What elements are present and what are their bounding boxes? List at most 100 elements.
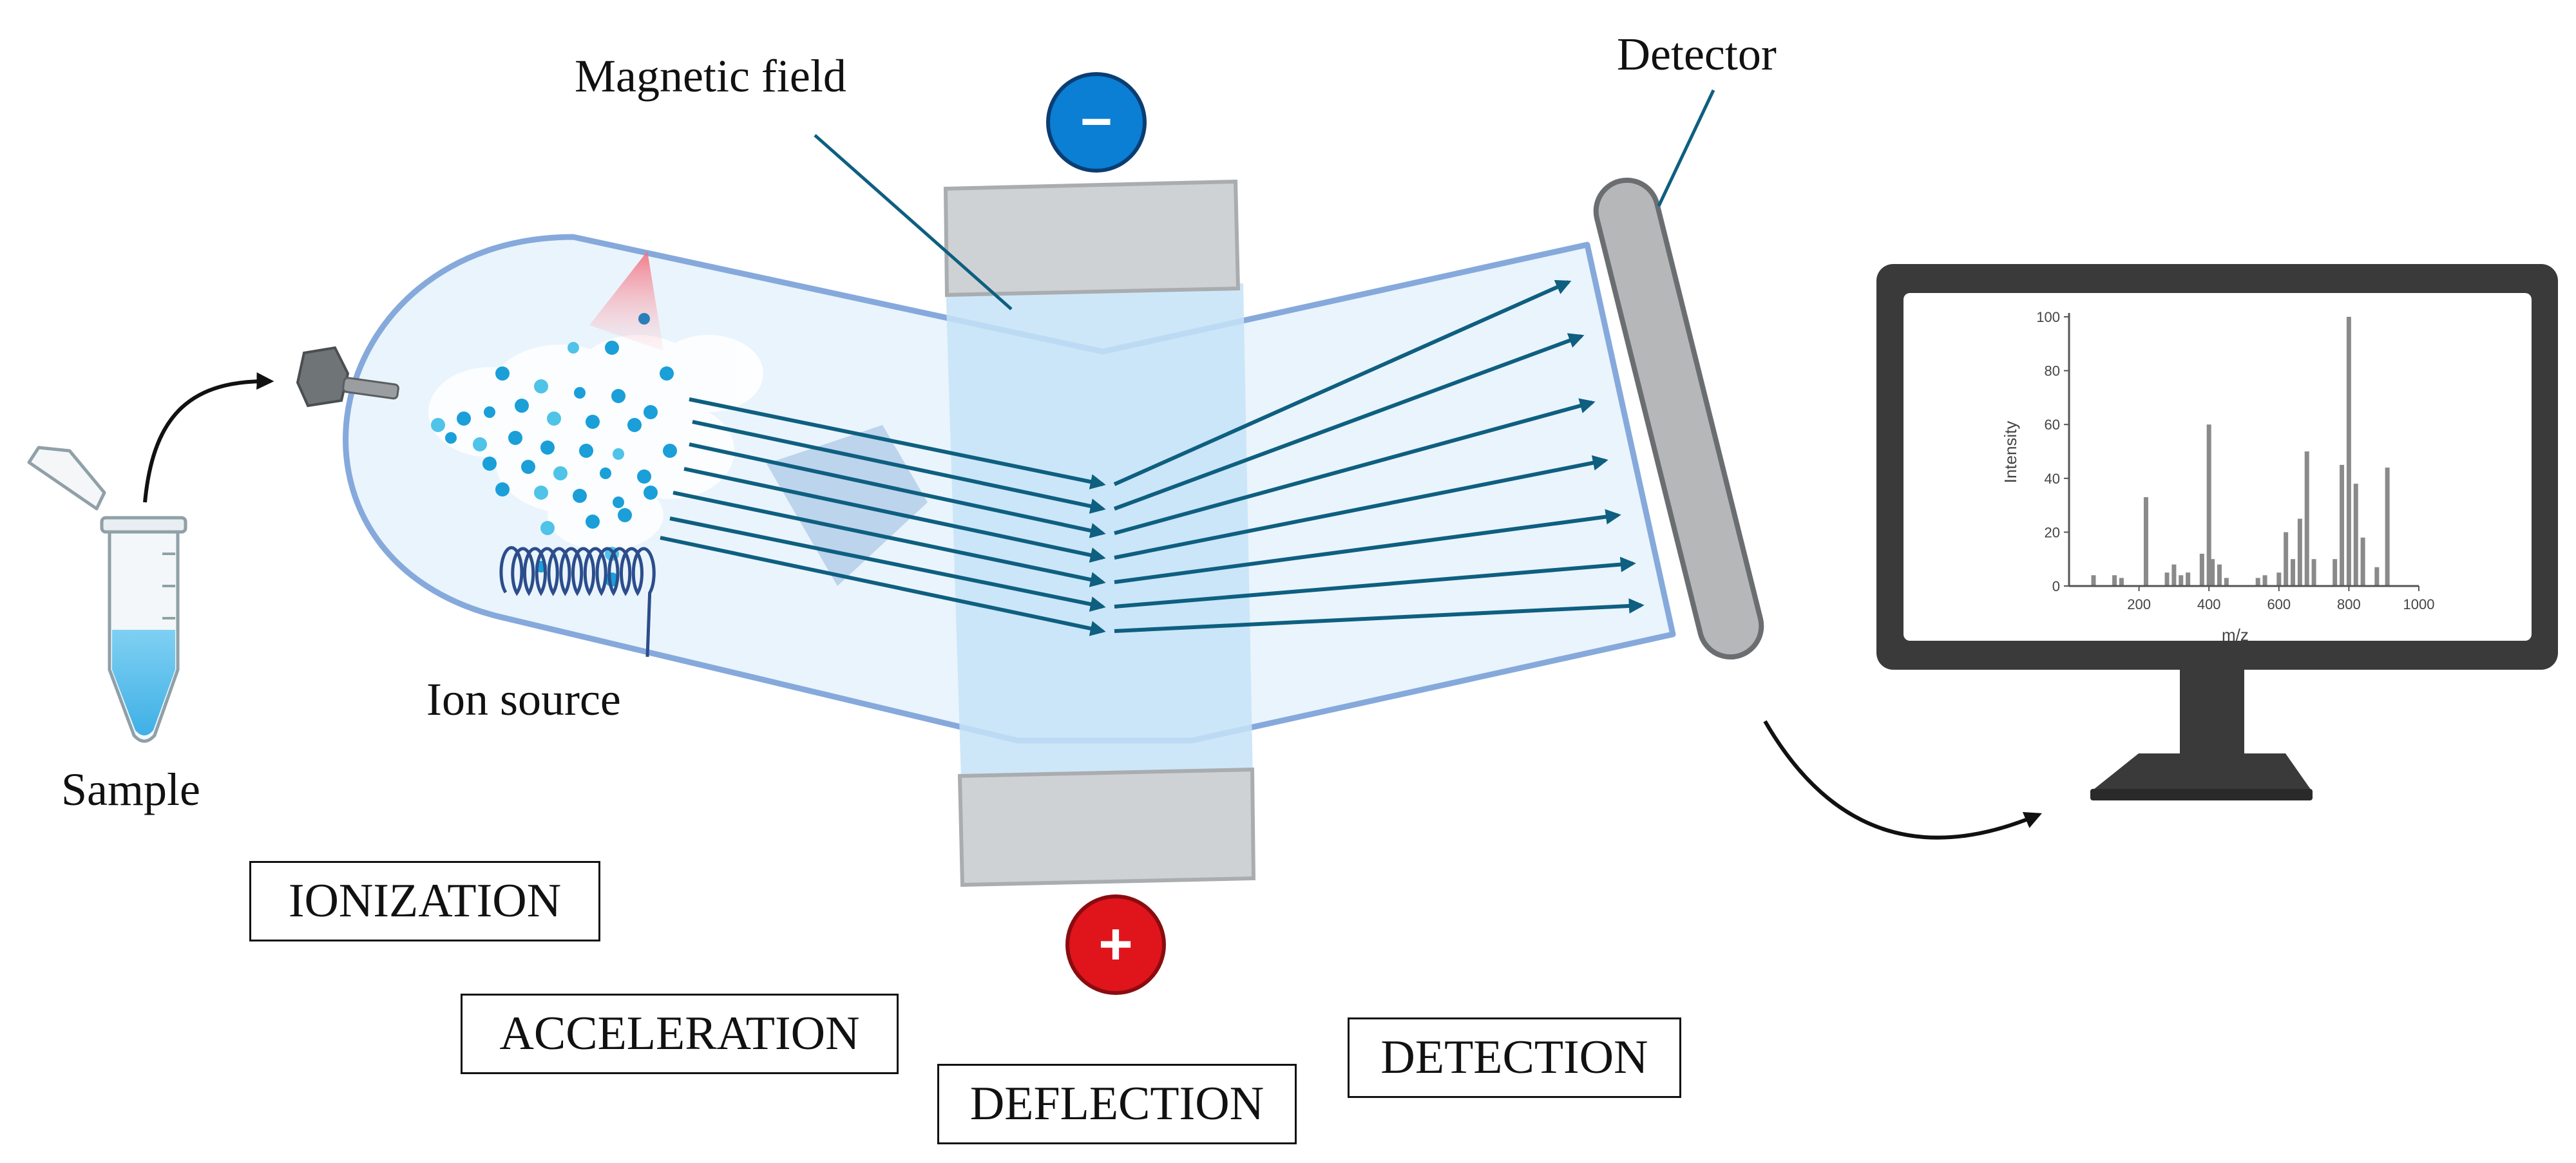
ion-dot: [568, 342, 579, 354]
ion-dot: [445, 432, 457, 444]
ion-dot: [613, 496, 624, 508]
spectrum-bar: [2224, 578, 2229, 586]
spectrum-x-tick-label: 600: [2267, 596, 2291, 612]
ion-source-label: Ion source: [426, 674, 621, 725]
spectrum-bar: [2143, 497, 2148, 586]
negative-electrode: −: [1046, 72, 1147, 173]
detector-pointer: [1657, 89, 1715, 207]
ion-dot: [482, 457, 497, 471]
spectrum-x-tick-label: 800: [2337, 596, 2361, 612]
computer-monitor: [1876, 264, 2558, 800]
spectrum-y-tick-label: 80: [2045, 363, 2060, 379]
stage-ionization-label: IONIZATION: [288, 875, 562, 927]
spectrum-y-tick-label: 20: [2045, 524, 2060, 540]
spectrum-bar: [2112, 575, 2117, 586]
spectrum-bar: [2311, 559, 2316, 586]
lower-magnet: [957, 767, 1256, 887]
ion-dot: [431, 418, 445, 432]
spectrum-bar: [2385, 468, 2390, 586]
spectrum-y-tick-label: 0: [2052, 578, 2060, 594]
ion-dot: [605, 341, 619, 355]
ion-particles: [431, 341, 677, 587]
spectrum-bar: [2276, 572, 2282, 586]
stage-deflection-label: DEFLECTION: [969, 1077, 1264, 1130]
ion-dot: [484, 406, 495, 418]
positive-sign: +: [1098, 911, 1133, 977]
spectrum-bar: [2353, 484, 2358, 586]
spectrum-bar: [2262, 575, 2267, 586]
spectrum-bar: [2171, 564, 2177, 586]
spectrum-bar: [2340, 464, 2345, 586]
spectrum-bar: [2346, 317, 2351, 586]
ion-dot: [627, 418, 642, 432]
spectrum-y-tick-label: 60: [2045, 417, 2060, 433]
ion-dot: [547, 411, 561, 426]
ion-dot: [521, 460, 535, 474]
spectrum-x-tick-label: 400: [2197, 596, 2221, 612]
sample-injection-arrow: [143, 372, 274, 503]
ion-dot: [644, 486, 658, 500]
spectrum-bar: [2210, 559, 2215, 586]
ion-dot: [663, 444, 677, 458]
spectrum-bar: [2304, 451, 2309, 586]
ion-dot: [613, 448, 624, 460]
spectrum-bar: [2291, 559, 2296, 586]
spectrum-y-tick-label: 40: [2045, 471, 2060, 487]
ion-dot: [573, 489, 587, 503]
ion-dot: [586, 415, 600, 429]
spectrum-bar: [2284, 532, 2289, 586]
ion-dot: [534, 486, 548, 500]
ion-dot: [574, 387, 586, 399]
spectrum-bar: [2333, 559, 2338, 586]
negative-sign: −: [1080, 91, 1112, 153]
ion-dot: [553, 466, 568, 480]
spectrum-bar: [2199, 553, 2204, 586]
magnetic-field-label: Magnetic field: [575, 50, 846, 102]
detector-plate: [1593, 177, 1764, 660]
spectrum-y-axis-label: Intensity: [2001, 421, 2020, 484]
stage-acceleration-label: ACCELERATION: [499, 1007, 860, 1060]
ion-trajectories-acceleration: [660, 397, 1106, 636]
ion-dot: [611, 389, 625, 403]
ion-trajectories-deflected: [1113, 279, 1645, 633]
spectrum-bar: [2206, 424, 2211, 586]
sample-tube-icon: [27, 446, 187, 743]
acceleration-plate: [767, 425, 928, 586]
spectrum-bar: [2179, 575, 2184, 586]
ion-dot: [534, 379, 548, 393]
upper-magnet: [943, 179, 1241, 298]
spectrum-bar: [2217, 564, 2222, 586]
spectrum-bar: [2119, 578, 2124, 586]
ion-dot: [600, 468, 611, 479]
spectrum-bar: [2186, 572, 2191, 586]
ion-dot: [457, 411, 471, 426]
ion-dot: [473, 437, 487, 451]
ion-dot: [637, 469, 651, 484]
ion-dot: [618, 508, 632, 522]
laser-spot-icon: [638, 313, 650, 325]
spectrum-bar: [2374, 567, 2380, 586]
stage-deflection-box: DEFLECTION: [937, 1064, 1297, 1144]
stage-ionization-box: IONIZATION: [249, 861, 600, 941]
spectrum-y-tick-label: 100: [2036, 309, 2060, 325]
ion-dot: [540, 440, 555, 455]
stage-acceleration-box: ACCELERATION: [461, 994, 899, 1074]
spectrum-bar: [2255, 578, 2260, 586]
sample-label: Sample: [61, 764, 200, 815]
positive-electrode: +: [1065, 894, 1166, 995]
spectrum-bar: [2164, 572, 2170, 586]
spectrum-x-axis-label: m/z: [2222, 625, 2249, 645]
ion-dot: [579, 444, 593, 458]
ion-dot: [540, 521, 555, 535]
spectrum-bar: [2091, 575, 2096, 586]
stage-detection-box: DETECTION: [1348, 1017, 1681, 1098]
stage-detection-label: DETECTION: [1380, 1031, 1648, 1084]
magnetic-field-pointer: [814, 134, 1013, 310]
ion-dot: [495, 366, 510, 381]
ion-dot: [508, 431, 522, 445]
injection-nozzle-icon: [296, 346, 399, 408]
